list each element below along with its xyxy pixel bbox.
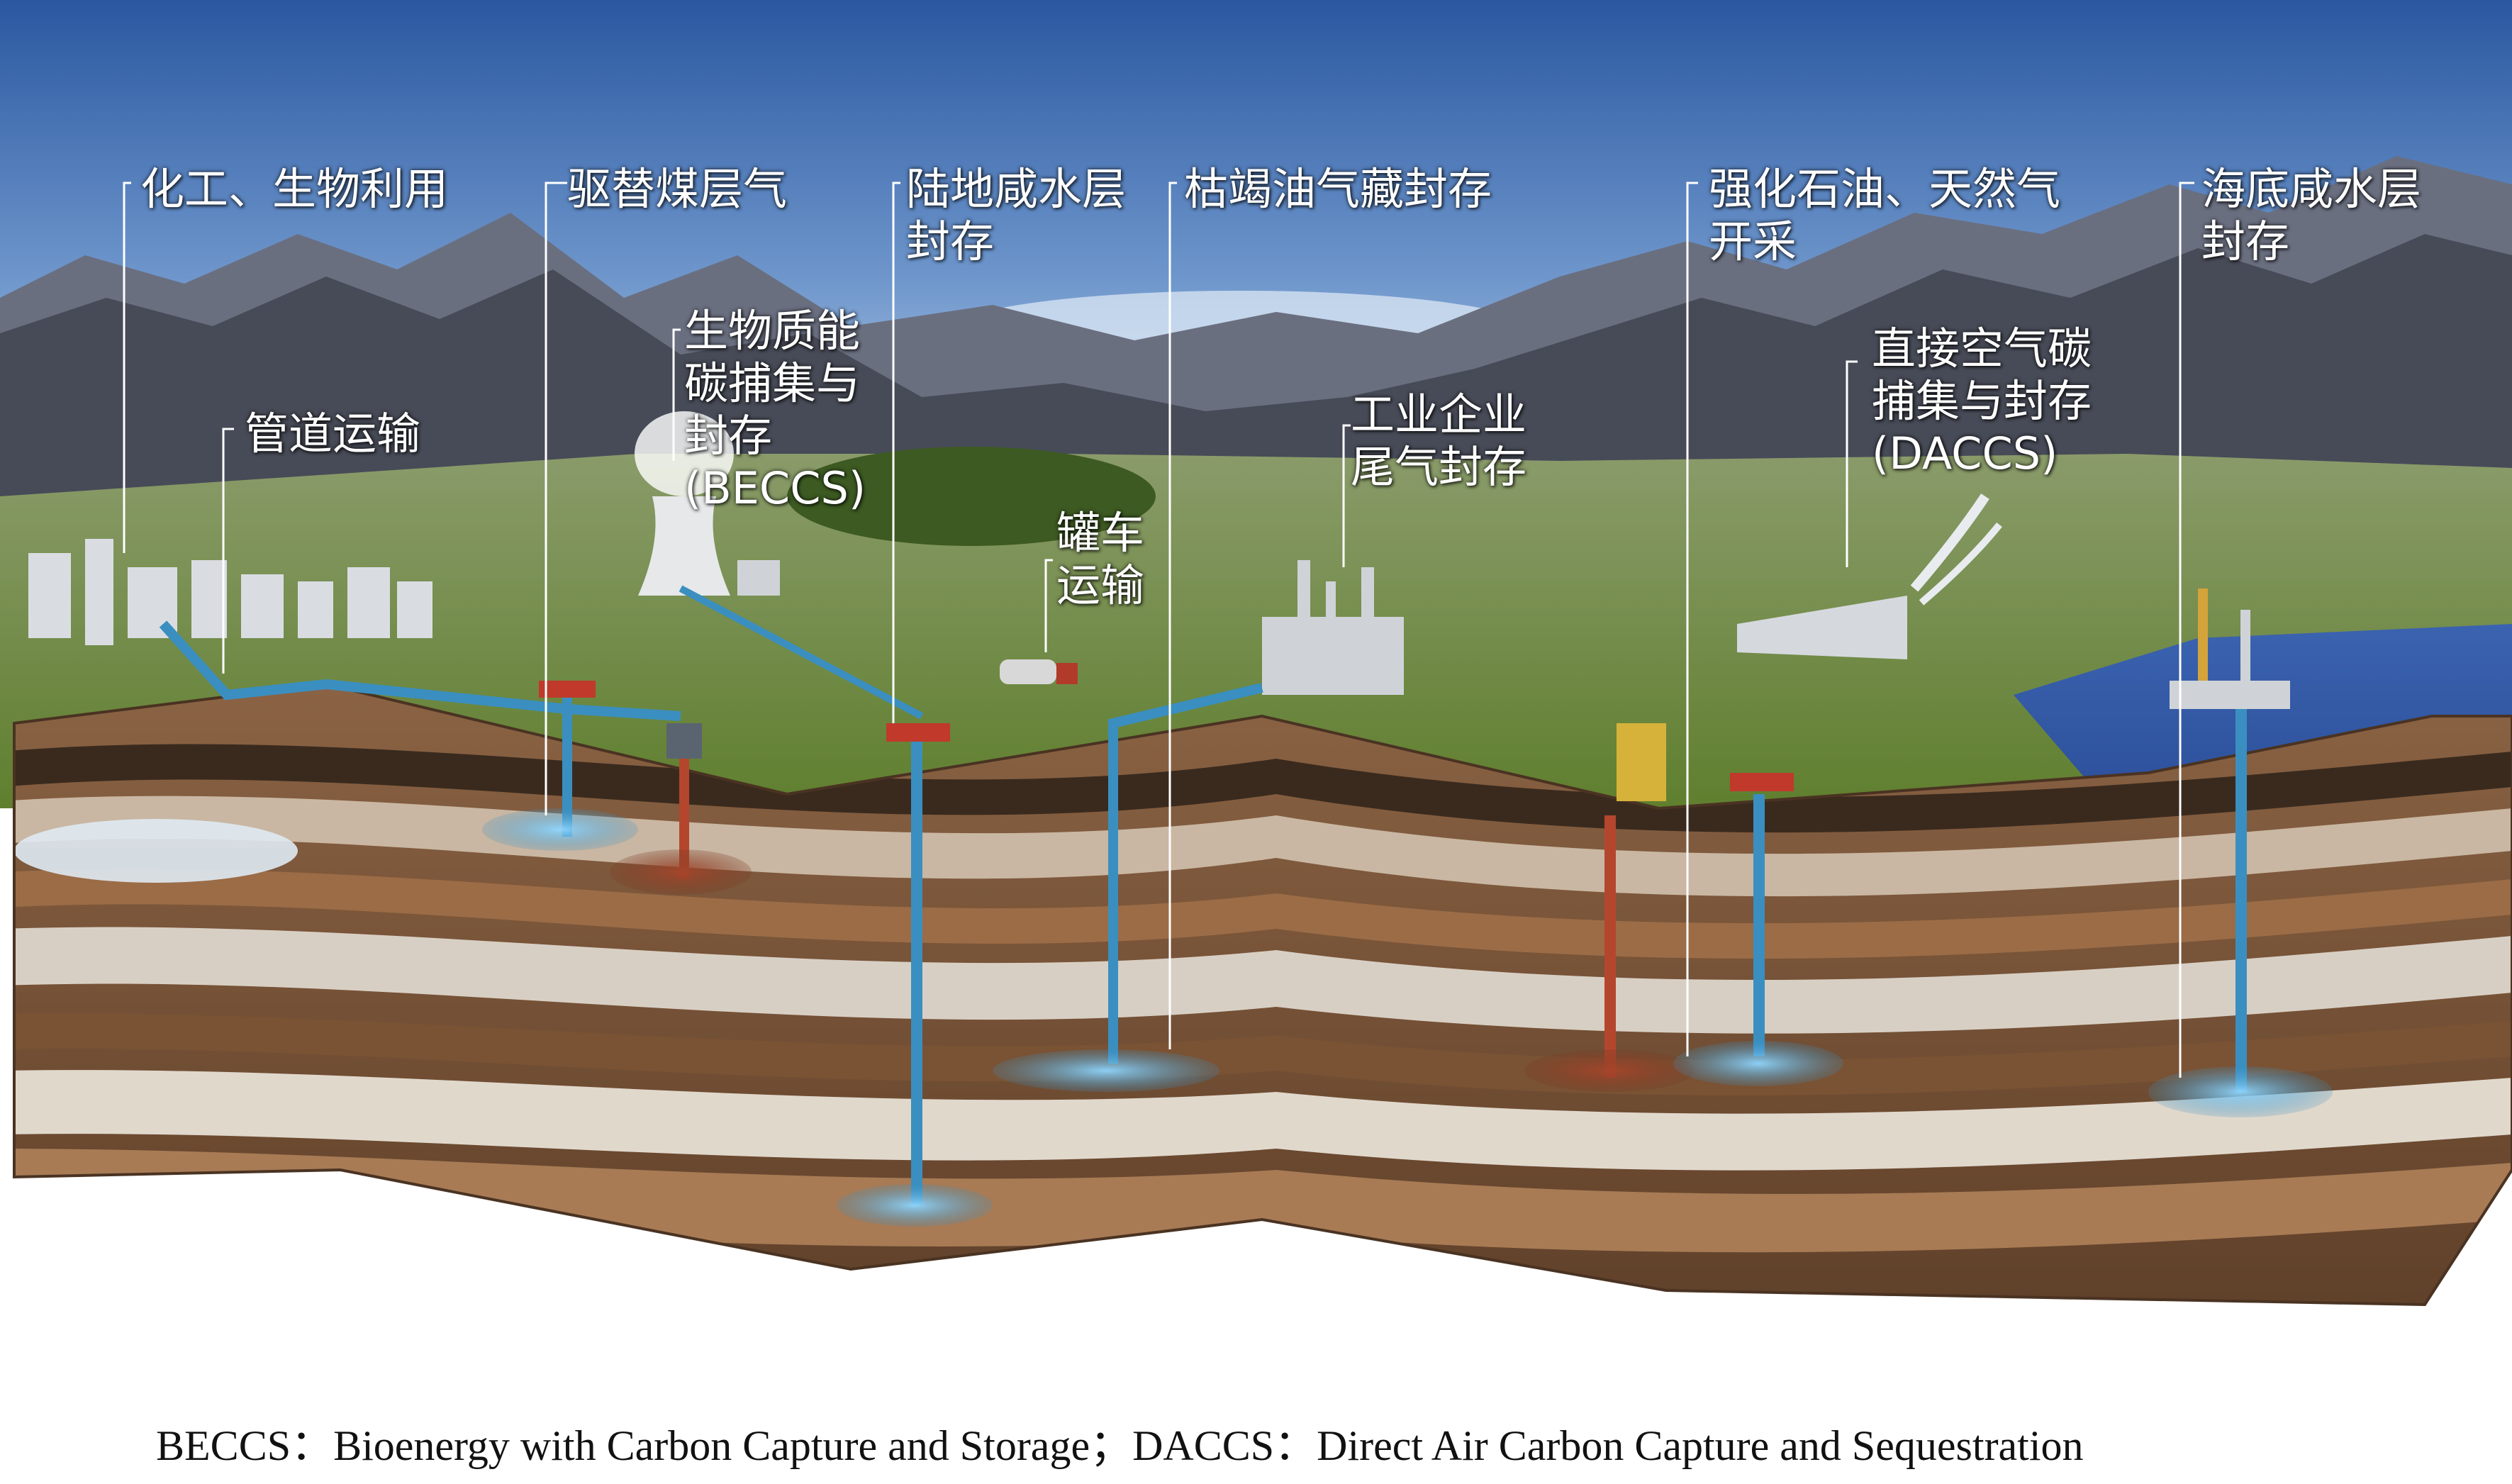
label-line: (BECCS)	[684, 462, 866, 514]
industrial-enterprise	[1262, 560, 1404, 695]
label-line: 强化石油、天然气	[1709, 163, 2061, 215]
label-industrial-exhaust-storage: 工业企业 尾气封存	[1351, 389, 1526, 493]
label-chemical-biological-utilization: 化工、生物利用	[140, 163, 448, 216]
production-well-oil	[1524, 723, 1695, 1092]
label-tanker-transport: 罐车 运输	[1056, 507, 1144, 612]
label-line: 枯竭油气藏封存	[1184, 163, 1492, 215]
chemical-plant	[28, 539, 432, 645]
label-line: 工业企业	[1351, 389, 1527, 440]
label-enhanced-oil-gas-recovery: 强化石油、天然气 开采	[1709, 163, 2060, 268]
ccus-scene-illustration	[0, 0, 2512, 1307]
label-line: 封存	[906, 216, 995, 267]
label-line: 化工、生物利用	[140, 163, 449, 215]
label-line: 生物质能	[684, 305, 861, 357]
label-line: 封存	[2201, 216, 2290, 267]
injection-well-onshore-saline	[837, 723, 993, 1227]
forest	[787, 447, 1156, 546]
pipeline	[159, 620, 681, 721]
label-line: 运输	[1056, 559, 1145, 611]
direct-air-capture-unit	[1737, 493, 2002, 659]
tanker-truck	[1000, 659, 1078, 684]
label-line: 罐车	[1056, 507, 1145, 559]
bioenergy-power-plant	[635, 411, 780, 596]
label-line: 封存	[684, 410, 773, 462]
label-line: 陆地咸水层	[906, 163, 1127, 215]
strata-block-outline	[13, 682, 2512, 1307]
grassland	[0, 454, 2512, 808]
figure-caption: BECCS：Bioenergy with Carbon Capture and …	[156, 1422, 2084, 1469]
offshore-platform	[2170, 588, 2290, 709]
label-line: 海底咸水层	[2201, 163, 2422, 215]
label-line: (DACCS)	[1872, 428, 2058, 479]
label-beccs: 生物质能 碳捕集与 封存 (BECCS)	[684, 305, 866, 515]
geological-strata	[14, 684, 2512, 1305]
label-line: 开采	[1709, 216, 1797, 267]
label-line: 管道运输	[245, 408, 421, 459]
label-line: 尾气封存	[1351, 441, 1527, 493]
label-leader-lines	[123, 182, 2194, 1078]
injection-well-ecbm	[482, 681, 638, 851]
injection-well-offshore	[2148, 709, 2333, 1117]
label-line: 驱替煤层气	[567, 163, 788, 215]
pipeline-to-saline	[679, 585, 924, 720]
label-pipeline-transport: 管道运输	[245, 408, 420, 460]
label-line: 捕集与封存	[1872, 375, 2092, 427]
label-line: 碳捕集与	[684, 357, 861, 409]
label-depleted-field-storage: 枯竭油气藏封存	[1184, 163, 1492, 216]
label-line: 直接空气碳	[1872, 323, 2092, 374]
injection-well-eor	[1673, 773, 1843, 1086]
label-offshore-saline-storage: 海底咸水层 封存	[2201, 163, 2421, 268]
label-daccs: 直接空气碳 捕集与封存 (DACCS)	[1872, 323, 2092, 480]
pipeline-industrial	[1108, 683, 1263, 1064]
injection-well-depleted-field	[993, 1049, 1219, 1092]
production-well-coalbed	[610, 723, 752, 895]
label-onshore-saline-storage: 陆地咸水层 封存	[906, 163, 1126, 268]
label-ecbm: 驱替煤层气	[567, 163, 787, 216]
